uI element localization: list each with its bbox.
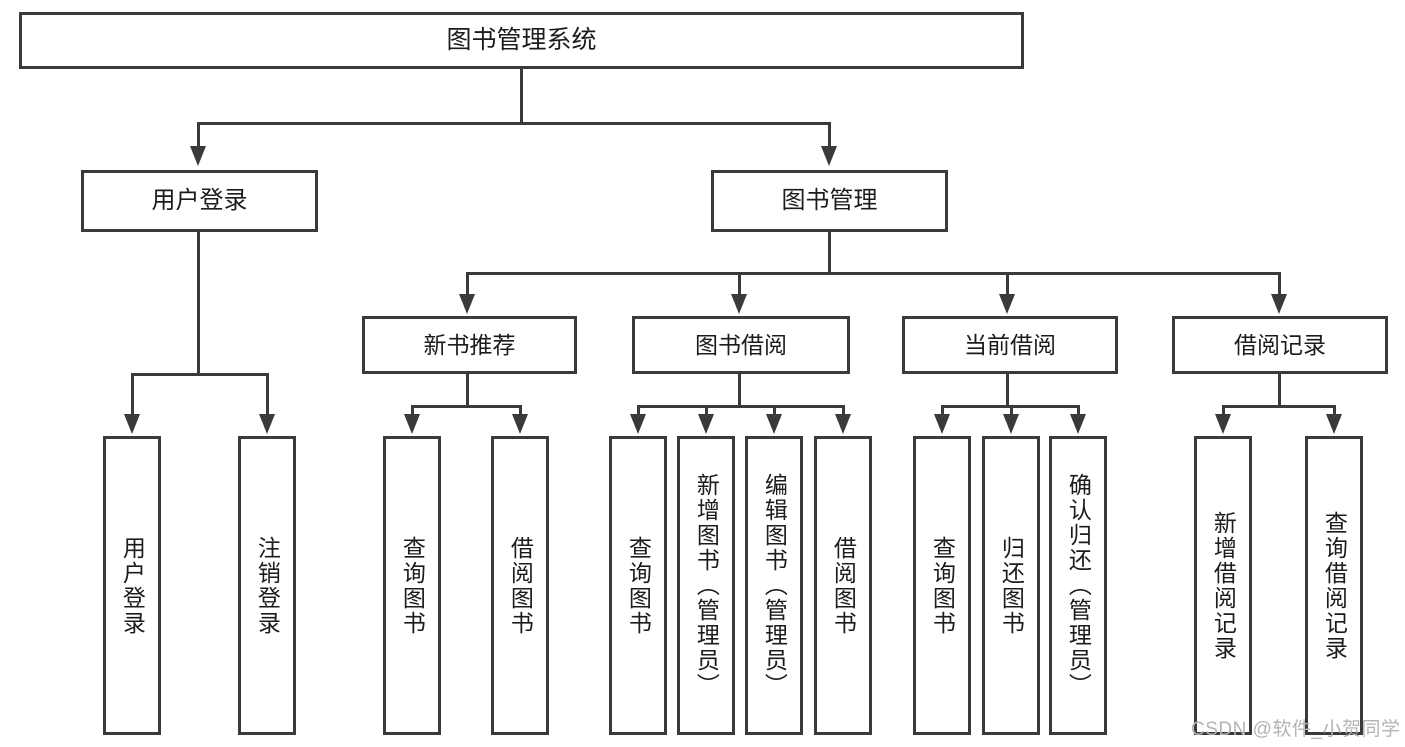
arrow-down-icon	[698, 414, 714, 434]
leaf-bb-edit-book-admin[interactable]: 编辑图书（管理员）	[745, 436, 803, 735]
connector-bm-branch-2	[738, 272, 741, 296]
node-label: 编辑图书（管理员）	[761, 473, 788, 698]
leaf-cb-query-book[interactable]: 查询图书	[913, 436, 971, 735]
leaf-bb-borrow-book[interactable]: 借阅图书	[814, 436, 872, 735]
arrow-down-icon	[1271, 294, 1287, 314]
arrow-down-icon	[190, 146, 206, 166]
connector-bb-branch-2	[705, 405, 708, 416]
node-book-management[interactable]: 图书管理	[711, 170, 948, 232]
arrow-down-icon	[766, 414, 782, 434]
node-label: 新增图书（管理员）	[693, 473, 720, 698]
arrow-down-icon	[124, 414, 140, 434]
connector-root-bus	[197, 122, 831, 125]
node-label: 当前借阅	[964, 331, 1056, 358]
leaf-nbr-query-book[interactable]: 查询图书	[383, 436, 441, 735]
arrow-down-icon	[404, 414, 420, 434]
connector-nbr-branch-2	[519, 405, 522, 416]
leaf-cb-confirm-return-admin[interactable]: 确认归还（管理员）	[1049, 436, 1107, 735]
connector-bm-branch-1	[466, 272, 469, 296]
node-root-book-management-system[interactable]: 图书管理系统	[19, 12, 1024, 69]
node-label: 图书管理系统	[446, 25, 597, 54]
arrow-down-icon	[999, 294, 1015, 314]
connector-book-management-bus	[466, 272, 1281, 275]
node-label: 图书借阅	[695, 331, 787, 358]
connector-root-to-book-management	[828, 122, 831, 148]
arrow-down-icon	[1003, 414, 1019, 434]
connector-cb-branch-3	[1077, 405, 1080, 416]
connector-bb-branch-1	[637, 405, 640, 416]
leaf-nbr-borrow-book[interactable]: 借阅图书	[491, 436, 549, 735]
node-label: 确认归还（管理员）	[1065, 473, 1092, 698]
node-label: 查询借阅记录	[1321, 510, 1348, 661]
connector-nbr-bus	[411, 405, 522, 408]
node-user-login[interactable]: 用户登录	[81, 170, 318, 232]
node-label: 查询图书	[399, 535, 426, 636]
connector-br-branch-1	[1222, 405, 1225, 416]
arrow-down-icon	[459, 294, 475, 314]
node-label: 注销登录	[254, 535, 281, 636]
connector-root-stem	[520, 69, 523, 122]
node-label: 图书管理	[781, 187, 878, 214]
arrow-down-icon	[512, 414, 528, 434]
connector-br-bus	[1222, 405, 1336, 408]
arrow-down-icon	[630, 414, 646, 434]
connector-bb-branch-3	[773, 405, 776, 416]
node-label: 借阅记录	[1234, 331, 1326, 358]
connector-bm-branch-4	[1278, 272, 1281, 296]
connector-bb-branch-4	[842, 405, 845, 416]
node-label: 用户登录	[151, 187, 248, 214]
arrow-down-icon	[259, 414, 275, 434]
connector-user-login-branch-1	[131, 373, 134, 416]
node-label: 新书推荐	[423, 331, 516, 358]
node-label: 归还图书	[998, 535, 1025, 636]
arrow-down-icon	[1326, 414, 1342, 434]
connector-cb-stem	[1006, 374, 1009, 405]
node-label: 新增借阅记录	[1210, 510, 1237, 661]
leaf-cb-return-book[interactable]: 归还图书	[982, 436, 1040, 735]
leaf-bb-add-book-admin[interactable]: 新增图书（管理员）	[677, 436, 735, 735]
arrow-down-icon	[1215, 414, 1231, 434]
connector-root-to-user-login	[197, 122, 200, 148]
leaf-bb-query-book[interactable]: 查询图书	[609, 436, 667, 735]
connector-user-login-branch-2	[266, 373, 269, 416]
connector-nbr-stem	[466, 374, 469, 405]
connector-br-branch-2	[1333, 405, 1336, 416]
arrow-down-icon	[835, 414, 851, 434]
arrow-down-icon	[934, 414, 950, 434]
connector-user-login-stem	[197, 232, 200, 373]
node-label: 查询图书	[929, 535, 956, 636]
node-label: 借阅图书	[830, 535, 857, 636]
leaf-user-login-login[interactable]: 用户登录	[103, 436, 161, 735]
connector-cb-branch-1	[941, 405, 944, 416]
leaf-br-add-record[interactable]: 新增借阅记录	[1194, 436, 1252, 735]
node-new-book-recommend[interactable]: 新书推荐	[362, 316, 577, 374]
connector-nbr-branch-1	[411, 405, 414, 416]
node-current-borrow[interactable]: 当前借阅	[902, 316, 1118, 374]
node-borrow-record[interactable]: 借阅记录	[1172, 316, 1388, 374]
connector-user-login-bus	[131, 373, 266, 376]
arrow-down-icon	[731, 294, 747, 314]
connector-br-stem	[1278, 374, 1281, 405]
arrow-down-icon	[821, 146, 837, 166]
connector-cb-branch-2	[1010, 405, 1013, 416]
csdn-watermark: CSDN @软件_小贺同学	[1191, 719, 1401, 740]
arrow-down-icon	[1070, 414, 1086, 434]
connector-bm-branch-3	[1006, 272, 1009, 296]
node-label: 用户登录	[119, 535, 146, 636]
connector-book-management-stem	[828, 232, 831, 272]
connector-bb-stem	[738, 374, 741, 405]
node-label: 查询图书	[625, 535, 652, 636]
node-book-borrow[interactable]: 图书借阅	[632, 316, 850, 374]
node-label: 借阅图书	[507, 535, 534, 636]
connector-bb-bus	[637, 405, 845, 408]
leaf-br-query-record[interactable]: 查询借阅记录	[1305, 436, 1363, 735]
leaf-user-login-logout[interactable]: 注销登录	[238, 436, 296, 735]
